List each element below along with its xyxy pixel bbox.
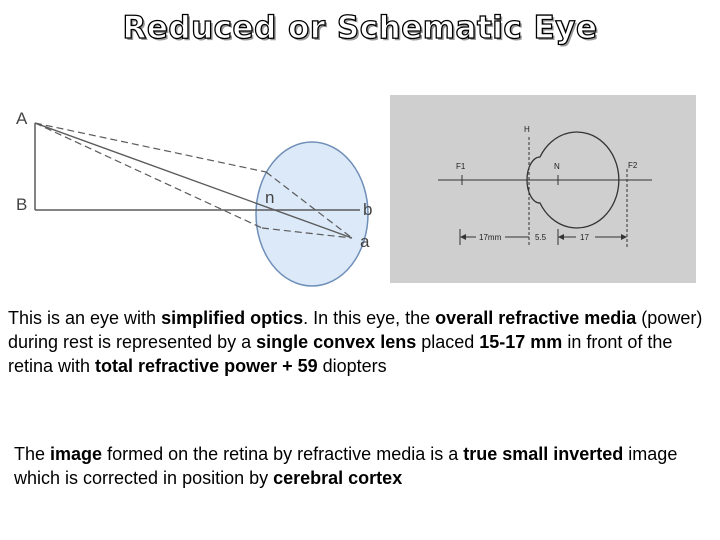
label-a: a xyxy=(360,232,370,251)
reduced-eye-ray-diagram: A B n b a xyxy=(16,109,372,287)
dimension-arrow-right xyxy=(621,234,627,240)
label-n: n xyxy=(265,188,274,207)
label-H: H xyxy=(524,125,530,134)
dimension-label-5-5: 5.5 xyxy=(535,233,547,242)
label-F1: F1 xyxy=(456,162,466,171)
paragraph-text: formed on the retina by refractive media… xyxy=(102,444,464,464)
dimension-label-17mm: 17mm xyxy=(479,233,502,242)
emphasized-text: cerebral cortex xyxy=(273,468,403,488)
paragraph-text: . In this eye, the xyxy=(303,308,436,328)
schematic-eye-outline xyxy=(526,131,620,229)
paragraph-text: image which is corrected in position by xyxy=(14,444,678,488)
emphasized-text: 15-17 mm xyxy=(479,332,563,352)
label-F2: F2 xyxy=(628,161,638,170)
ray-dashed-lower-inner xyxy=(261,227,353,239)
eye-globe xyxy=(255,141,369,287)
label-b: b xyxy=(363,200,372,219)
paragraph-text: placed xyxy=(416,332,480,352)
label-N: N xyxy=(554,162,560,171)
schematic-background xyxy=(390,95,696,283)
emphasized-text: overall refractive media xyxy=(435,308,637,328)
emphasized-text: true small inverted xyxy=(463,444,624,464)
emphasized-text: total refractive power + 59 xyxy=(95,356,318,376)
ray-dashed-upper xyxy=(34,122,267,173)
paragraph-text: in front of the retina with xyxy=(8,332,673,376)
dimension-arrow-left xyxy=(460,234,466,240)
slide-title: Reduced or Schematic Eye xyxy=(122,9,598,46)
description-paragraph-1: This is an eye with simplified optics. I… xyxy=(8,306,714,378)
emphasized-text: image xyxy=(50,444,103,464)
ray-dashed-upper-inner xyxy=(265,171,353,239)
schematic-eye-diagram: H F1 N F2 17mm 5.5 17 xyxy=(390,95,696,283)
emphasized-text: single convex lens xyxy=(256,332,417,352)
ray-dashed-lower xyxy=(34,122,263,229)
paragraph-text: diopters xyxy=(317,356,387,376)
label-B: B xyxy=(16,195,27,214)
label-A: A xyxy=(16,109,28,128)
ray-solid-nodal xyxy=(34,122,353,239)
dimension-label-17: 17 xyxy=(580,233,589,242)
dimension-arrow-17-left xyxy=(558,234,564,240)
paragraph-text: This is an eye with xyxy=(8,308,162,328)
description-paragraph-2: The image formed on the retina by refrac… xyxy=(14,442,714,490)
paragraph-text: The xyxy=(14,444,51,464)
paragraph-text: (power) during rest is represented by a xyxy=(8,308,703,352)
emphasized-text: simplified optics xyxy=(161,308,304,328)
